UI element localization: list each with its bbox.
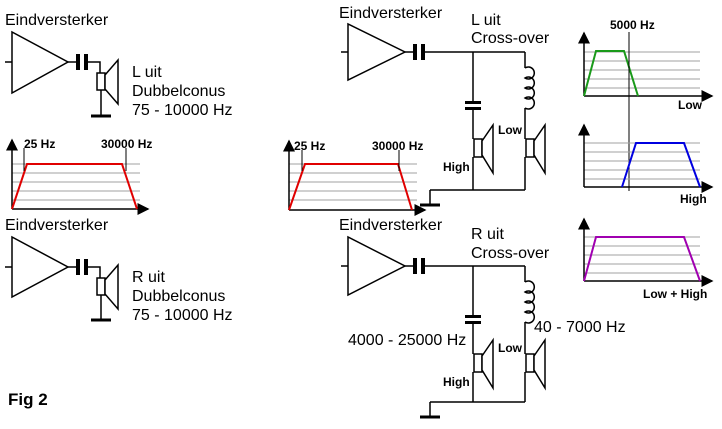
crossover-capacitor	[465, 101, 481, 110]
amplifier-symbol	[347, 235, 407, 297]
woofer-symbol	[525, 337, 546, 391]
crossover-capacitor	[465, 315, 481, 324]
mid-bottom-circuit: Eindversterker R uit Cross-over High 400…	[339, 217, 626, 419]
low-label-bottom: Low	[498, 341, 523, 355]
woofer-range-label: 40 - 7000 Hz	[534, 319, 626, 336]
amplifier-symbol	[5, 30, 70, 95]
l-range-label: 75 - 10000 Hz	[132, 102, 233, 119]
tweeter-symbol	[473, 122, 494, 176]
crossover-inductor	[523, 66, 535, 110]
high-response-graph: High	[578, 123, 714, 206]
r-uit-label: R uit	[132, 269, 165, 286]
mid-frequency-graph: 25 Hz 30000 Hz	[283, 139, 427, 216]
capacitor-symbol	[76, 54, 88, 70]
tweeter-symbol	[473, 337, 494, 391]
mid-25hz-label: 25 Hz	[294, 139, 325, 153]
r-uit-mid-label: R uit	[471, 226, 504, 243]
mid-response-curve	[288, 163, 413, 211]
combined-response-graph: Low + High	[578, 217, 714, 301]
low-label-top: Low	[498, 123, 523, 137]
r-dubbelconus-label: Dubbelconus	[132, 288, 225, 305]
tweeter-range-label: 4000 - 25000 Hz	[348, 332, 466, 349]
amp-label-bottom-mid: Eindversterker	[339, 217, 443, 234]
mid-30000hz-label: 30000 Hz	[372, 139, 423, 153]
left-bottom-circuit: Eindversterker R uit Dubbelconus 75 - 10…	[5, 217, 233, 324]
capacitor-symbol	[413, 258, 425, 274]
left-frequency-graph: 25 Hz 30000 Hz	[5, 137, 152, 215]
combined-response-curve	[583, 236, 701, 282]
crossover-frequency-label: 5000 Hz	[610, 18, 655, 32]
lowhigh-graph-label: Low + High	[643, 287, 707, 301]
low-response-curve	[583, 50, 639, 97]
left-response-curve	[11, 163, 138, 210]
r-crossover-label: Cross-over	[471, 245, 550, 262]
left-top-circuit: Eindversterker L uit Dubbelconus 75 - 10…	[5, 12, 233, 119]
l-dubbelconus-label: Dubbelconus	[132, 83, 225, 100]
l-uit-mid-label: L uit	[471, 12, 501, 29]
l-uit-label: L uit	[132, 64, 162, 81]
amp-label-bottom-left: Eindversterker	[5, 217, 109, 234]
left-30000hz-label: 30000 Hz	[101, 137, 152, 151]
crossover-inductor	[523, 280, 535, 324]
left-25hz-label: 25 Hz	[24, 137, 55, 151]
high-response-curve	[621, 142, 701, 188]
capacitor-symbol	[76, 259, 88, 275]
r-range-label: 75 - 10000 Hz	[132, 307, 233, 324]
amp-label-top-mid: Eindversterker	[339, 5, 443, 22]
capacitor-symbol	[413, 44, 425, 60]
low-graph-label: Low	[678, 98, 703, 112]
figure-label: Fig 2	[8, 390, 48, 409]
high-label-top: High	[443, 160, 470, 174]
l-crossover-label: Cross-over	[471, 30, 550, 47]
woofer-symbol	[525, 122, 546, 176]
mid-top-circuit: Eindversterker L uit Cross-over High	[339, 5, 550, 207]
low-response-graph: 5000 Hz Low	[578, 18, 714, 112]
high-graph-label: High	[680, 192, 707, 206]
amp-label-top-left: Eindversterker	[5, 12, 109, 29]
amplifier-symbol	[347, 22, 407, 82]
speaker-symbol	[96, 57, 119, 107]
high-label-bottom: High	[443, 375, 470, 389]
amplifier-symbol	[11, 235, 70, 299]
